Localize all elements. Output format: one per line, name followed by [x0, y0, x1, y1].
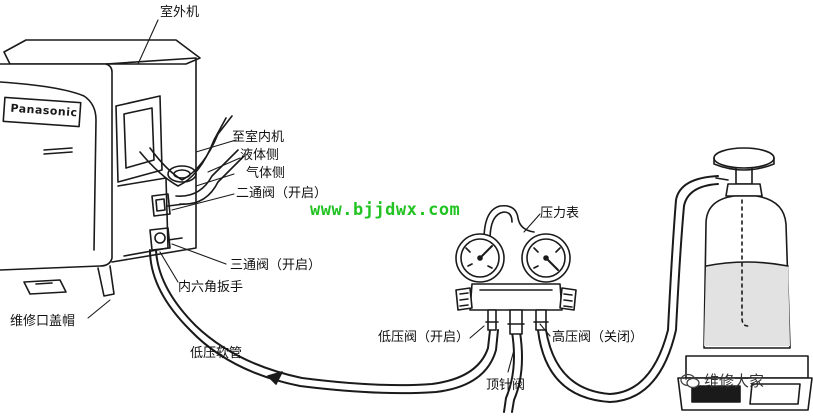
wechat-icon [680, 373, 700, 388]
label-hex-wrench: 内六角扳手 [178, 280, 244, 295]
label-two-way-valve: 二通阀（开启） [236, 186, 328, 201]
outdoor-unit [0, 39, 201, 297]
manifold-gauge-set [455, 204, 577, 335]
website-watermark: www.bjjdwx.com [310, 200, 461, 220]
brand-badge [2, 96, 82, 128]
label-low-pressure-valve: 低压阀（开启） [378, 330, 470, 345]
label-low-pressure-hose: 低压软管 [190, 346, 243, 361]
label-to-indoor-unit: 至室内机 [232, 130, 285, 145]
refrigerant-cylinder [677, 147, 813, 411]
low-pressure-hose [149, 249, 499, 395]
label-service-port-cap: 维修口盖帽 [10, 314, 76, 329]
label-high-pressure-valve: 高压阀（关闭） [552, 330, 644, 345]
leader-lines [87, 19, 551, 373]
service-valves [149, 193, 185, 251]
label-three-way-valve: 三通阀（开启） [230, 258, 322, 273]
label-liquid-side: 液体侧 [240, 148, 280, 163]
label-thimble-valve: 顶针阀 [486, 378, 526, 393]
credit-watermark: 维修大家 [680, 370, 764, 391]
label-outdoor-unit: 室外机 [160, 5, 200, 20]
indoor-pipes [139, 115, 245, 205]
label-gas-side: 气体侧 [246, 166, 286, 181]
credit-text: 维修大家 [704, 372, 765, 390]
label-pressure-gauge: 压力表 [540, 206, 580, 221]
